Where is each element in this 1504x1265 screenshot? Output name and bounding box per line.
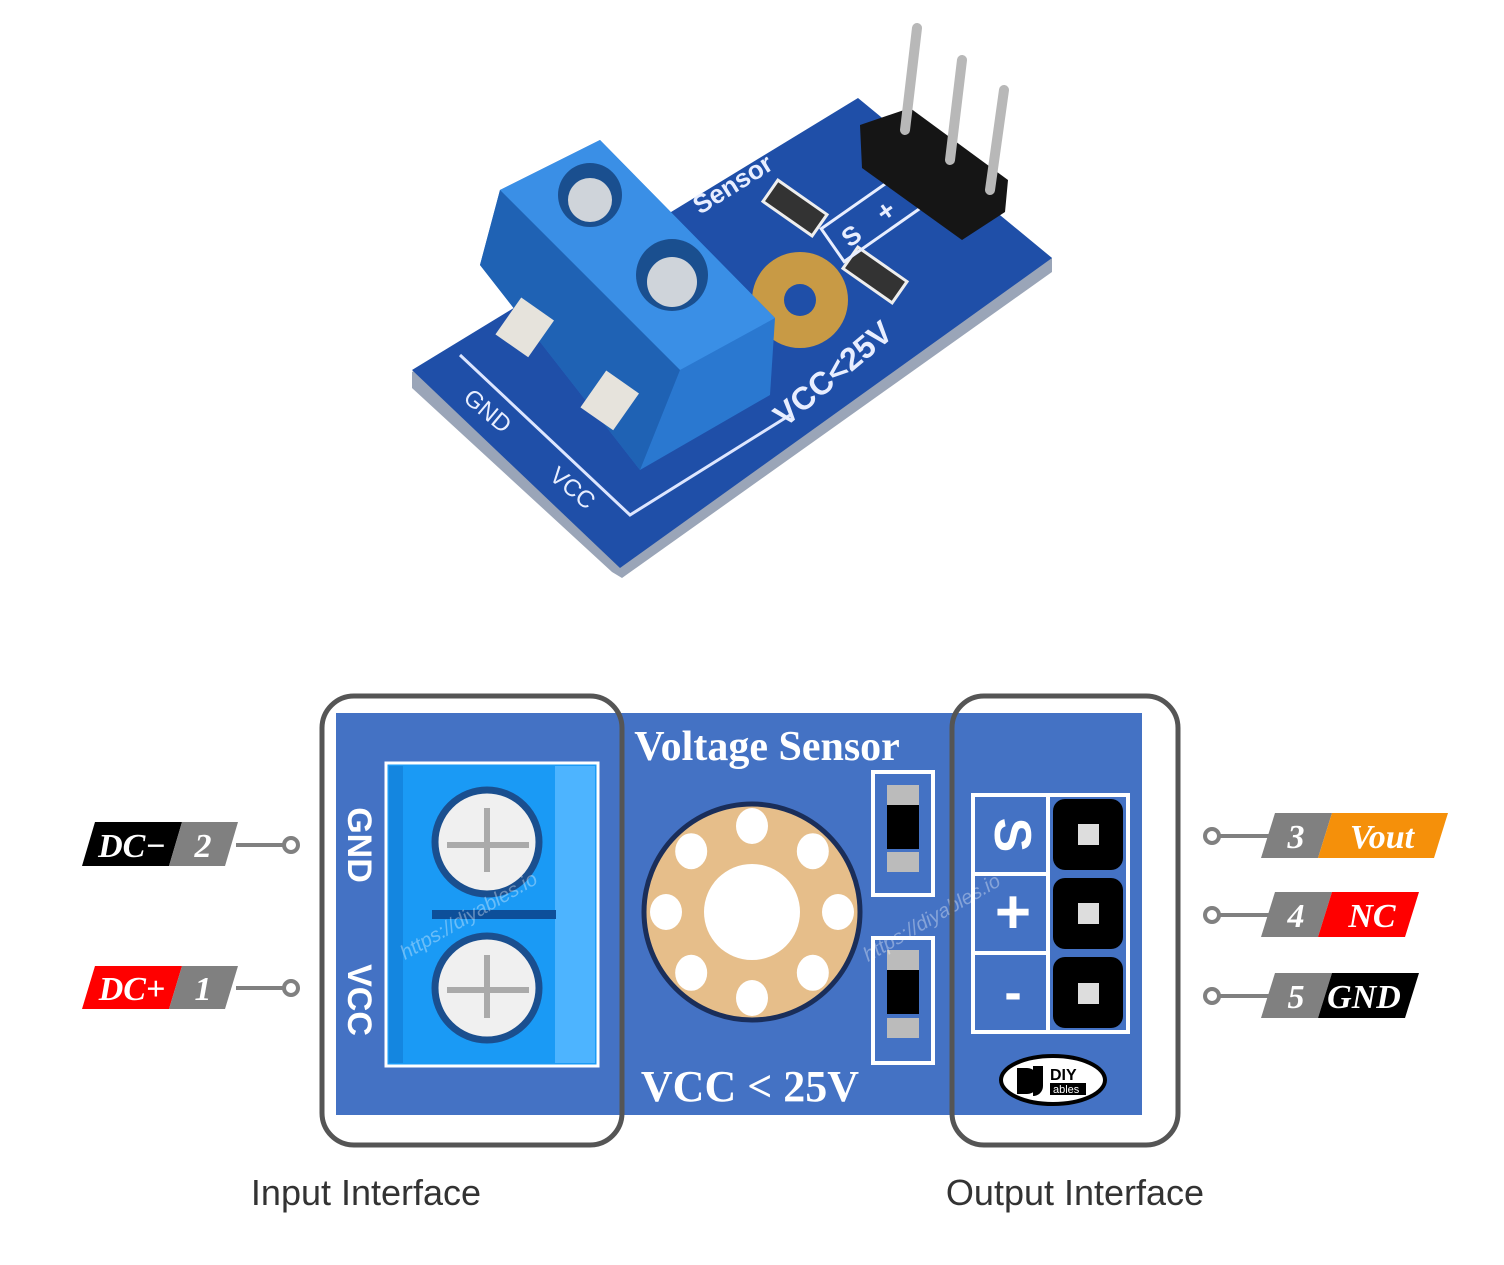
- potentiometer: [641, 801, 863, 1023]
- caption-output-interface: Output Interface: [946, 1172, 1204, 1213]
- pcb-silk-outline: [458, 353, 791, 517]
- pin-header: [971, 793, 1130, 1034]
- terminal-opening: [580, 370, 640, 431]
- terminal-block-shade: [389, 766, 403, 1063]
- pin-name: NC: [1347, 898, 1396, 935]
- terminal-screw-gnd: [431, 786, 543, 898]
- pin-terminal-dot: [1203, 987, 1221, 1005]
- terminal-screw-vcc: [431, 932, 543, 1044]
- pin-name: DC+: [98, 971, 166, 1008]
- header-pin: [945, 55, 967, 165]
- pot-hole: [736, 808, 768, 844]
- logo-text-ables: ables: [1053, 1084, 1080, 1096]
- pin-number-bg: [1261, 973, 1332, 1018]
- pin-name: GND: [1327, 979, 1401, 1016]
- resistor-top: [871, 770, 935, 897]
- pot-hole: [650, 894, 682, 930]
- pot-hole: [796, 954, 829, 991]
- terminal-label-gnd: GND: [340, 807, 378, 883]
- pin-number-bg: [1261, 813, 1332, 858]
- pin-terminal-dot: [1203, 906, 1221, 924]
- pot-hole: [736, 980, 768, 1016]
- pin-label-dc-plus: DC+ 1: [82, 966, 300, 1009]
- pin-terminal-dot: [1203, 827, 1221, 845]
- terminal-opening: [495, 297, 555, 358]
- pin-number: 5: [1288, 979, 1305, 1016]
- pin-number-bg: [169, 966, 238, 1009]
- diyables-logo: DIY ables: [999, 1054, 1107, 1106]
- pin-number-bg: [169, 822, 238, 866]
- pin-name-bg: [82, 966, 182, 1009]
- diagram-title: Voltage Sensor: [634, 724, 900, 770]
- pot-hole: [675, 833, 708, 870]
- pin-terminal-dot: [282, 979, 300, 997]
- pin-name: DC−: [97, 828, 166, 865]
- header-pin: [985, 85, 1009, 195]
- caption-input-interface: Input Interface: [251, 1172, 481, 1213]
- resistor-bottom: [871, 936, 935, 1065]
- pin-number: 1: [195, 971, 212, 1008]
- pot-hole: [675, 954, 708, 991]
- header-label-minus: -: [1004, 964, 1021, 1022]
- pin-number-bg: [1261, 892, 1332, 937]
- terminal-screw: [568, 178, 612, 222]
- header-pin: [900, 23, 922, 135]
- pot-hole: [796, 833, 829, 870]
- pcb-resistor: [760, 178, 830, 238]
- header-label-plus: +: [995, 878, 1031, 947]
- pin-name: Vout: [1350, 819, 1416, 856]
- logo-text-diy: DIY: [1050, 1067, 1077, 1084]
- terminal-label-vcc: VCC: [340, 964, 378, 1036]
- pin-number: 2: [194, 828, 212, 865]
- pcb-pot-hole: [784, 284, 816, 316]
- module-photo: Sensor VCC<25V GND VCC S + -: [412, 23, 1052, 578]
- input-interface-outline: [319, 693, 625, 1148]
- pin-name-bg: [82, 822, 182, 866]
- pin-terminal-dot: [282, 836, 300, 854]
- terminal-block-highlight: [555, 766, 595, 1063]
- pin-name-bg: [1318, 892, 1419, 937]
- pin-label-dc-minus: DC− 2: [82, 822, 300, 866]
- pin-label-gnd: 5 GND: [1203, 973, 1419, 1018]
- pin-label-nc: 4 NC: [1203, 892, 1419, 937]
- terminal-screw: [647, 257, 697, 307]
- pcb-header-body: [860, 108, 1008, 240]
- pin-name-bg: [1318, 813, 1448, 858]
- pin-number: 4: [1287, 898, 1305, 935]
- terminal-divider: [432, 910, 556, 919]
- pin-name-bg: [1318, 973, 1419, 1018]
- pot-hole: [822, 894, 854, 930]
- diagram-vcc-limit: VCC < 25V: [641, 1062, 859, 1111]
- pin-label-vout: 3 Vout: [1203, 813, 1448, 858]
- output-interface-outline: [949, 693, 1181, 1148]
- header-label-s: S: [983, 818, 1041, 853]
- pin-number: 3: [1287, 819, 1305, 856]
- module-diagram: GND VCC Voltage Sensor: [319, 693, 1181, 1148]
